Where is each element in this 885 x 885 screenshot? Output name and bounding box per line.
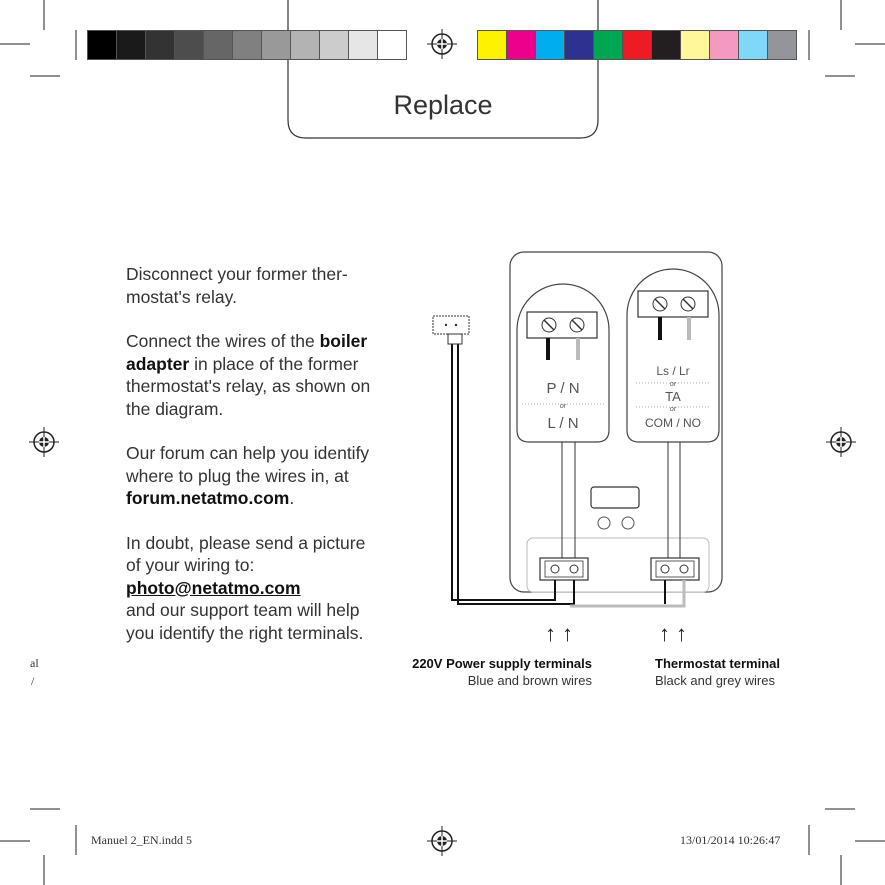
arrow-power: ↑ ↑ [545, 621, 573, 646]
color-swatch [709, 30, 738, 60]
label-ln: L / N [547, 415, 578, 432]
section-title: Replace [393, 90, 493, 120]
label-com-no: COM / NO [645, 416, 701, 430]
gray-swatch [290, 30, 319, 60]
slug-timestamp: 13/01/2014 10:26:47 [680, 833, 781, 847]
gray-swatch [145, 30, 174, 60]
registration-mark-top [427, 29, 457, 59]
gray-swatch [261, 30, 290, 60]
thermostat-terminal-caption: Thermostat terminal Black and grey wires [655, 655, 835, 689]
gray-swatch [174, 30, 203, 60]
forum-link[interactable]: forum.netatmo.com [126, 488, 290, 508]
gray-swatch [116, 30, 145, 60]
color-swatch [477, 30, 506, 60]
thermostat-caption-title: Thermostat terminal [655, 656, 780, 671]
color-swatch [564, 30, 593, 60]
section-tab-outline [287, 0, 599, 139]
power-terminal-block [539, 557, 589, 581]
gray-swatch [377, 30, 407, 60]
edge-text-1: al [30, 656, 39, 670]
adapter-display [590, 486, 640, 509]
color-swatch [535, 30, 564, 60]
registration-mark-bottom [427, 826, 457, 856]
thermostat-caption-sub: Black and grey wires [655, 673, 775, 688]
gray-swatch [232, 30, 261, 60]
color-swatch [767, 30, 797, 60]
arrow-thermostat: ↑ ↑ [659, 621, 687, 646]
process-color-bar [477, 30, 797, 60]
gray-swatch [203, 30, 232, 60]
email-link[interactable]: photo@netatmo.com [126, 577, 301, 598]
color-swatch [738, 30, 767, 60]
registration-mark-left [29, 427, 59, 457]
grayscale-color-bar [87, 30, 407, 60]
boiler-adapter-term: boiler adapter [126, 331, 368, 374]
color-swatch [680, 30, 709, 60]
instructions-text: Disconnect your former ther-mostat's rel… [126, 263, 376, 666]
thermostat-wire-grey [570, 580, 686, 608]
edge-text-2: / [31, 674, 35, 688]
gray-swatch [87, 30, 116, 60]
instruction-disconnect: Disconnect your former ther-mostat's rel… [126, 264, 348, 307]
instruction-forum: Our forum can help you identify where to… [126, 443, 370, 508]
label-pn: P / N [546, 380, 579, 397]
label-ta: TA [665, 389, 681, 404]
label-or-right-2: or [670, 406, 677, 413]
color-swatch [651, 30, 680, 60]
power-wire-dark [451, 343, 556, 601]
left-terminal-block [526, 311, 598, 339]
registration-mark-right [826, 427, 856, 457]
color-swatch [506, 30, 535, 60]
thermostat-terminal-block [650, 557, 700, 581]
label-or-right-1: or [670, 381, 677, 388]
label-ls-lr: Ls / Lr [656, 364, 689, 378]
color-swatch [622, 30, 651, 60]
power-caption-title: 220V Power supply terminals [412, 656, 592, 671]
adapter-button-1 [597, 516, 611, 530]
right-terminal-block [637, 290, 709, 318]
boiler-adapter-diagram: P / N or L / N Ls / Lr or TA or COM / NO… [432, 251, 723, 646]
power-terminal-caption: 220V Power supply terminals Blue and bro… [400, 655, 592, 689]
color-swatch [593, 30, 622, 60]
power-caption-sub: Blue and brown wires [467, 673, 592, 688]
power-supply-plug [432, 315, 470, 335]
slug-filename: Manuel 2_EN.indd 5 [91, 833, 192, 847]
gray-swatch [348, 30, 377, 60]
instruction-connect: Connect the wires of the boiler adapter … [126, 331, 371, 419]
adapter-button-2 [621, 516, 635, 530]
label-or-left: or [560, 403, 567, 410]
gray-swatch [319, 30, 348, 60]
instruction-photo: In doubt, please send a picture of your … [126, 532, 366, 643]
